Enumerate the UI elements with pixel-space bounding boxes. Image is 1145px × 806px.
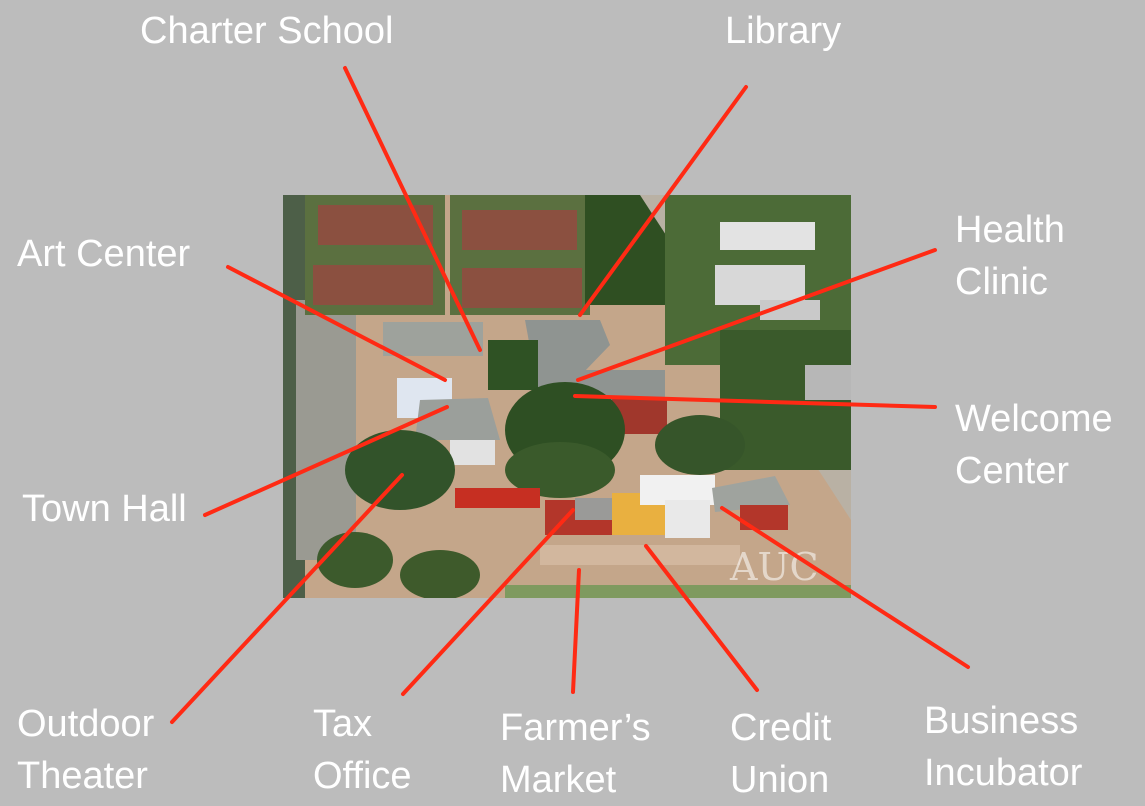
leader-line-charter-school <box>343 66 482 352</box>
label-outdoor-theater: Outdoor Theater <box>17 703 155 797</box>
leader-line-welcome-center <box>573 394 937 409</box>
leader-line-outdoor-theater <box>170 473 404 724</box>
photo-watermark: AUC <box>729 545 819 589</box>
label-credit-union: Credit Union <box>730 707 832 801</box>
leader-line-farmers-market <box>571 568 581 694</box>
aerial-campus-photo <box>283 195 851 598</box>
leader-line-art-center <box>226 265 447 382</box>
label-welcome-center: Welcome Center <box>955 398 1113 492</box>
label-library: Library <box>725 10 842 52</box>
leader-line-town-hall <box>203 405 449 517</box>
label-health-clinic: Health Clinic <box>955 209 1065 303</box>
label-town-hall: Town Hall <box>22 488 187 530</box>
label-charter-school: Charter School <box>140 10 394 52</box>
label-business-incubator: Business Incubator <box>924 700 1083 794</box>
leader-line-credit-union <box>644 544 759 692</box>
leader-line-health-clinic <box>576 248 937 382</box>
leader-line-library <box>578 85 748 317</box>
label-tax-office: Tax Office <box>313 703 412 797</box>
label-farmers-market: Farmer’s Market <box>500 707 651 801</box>
label-art-center: Art Center <box>17 233 191 275</box>
leader-line-business-incubator <box>720 506 970 669</box>
leader-line-tax-office <box>401 508 575 696</box>
